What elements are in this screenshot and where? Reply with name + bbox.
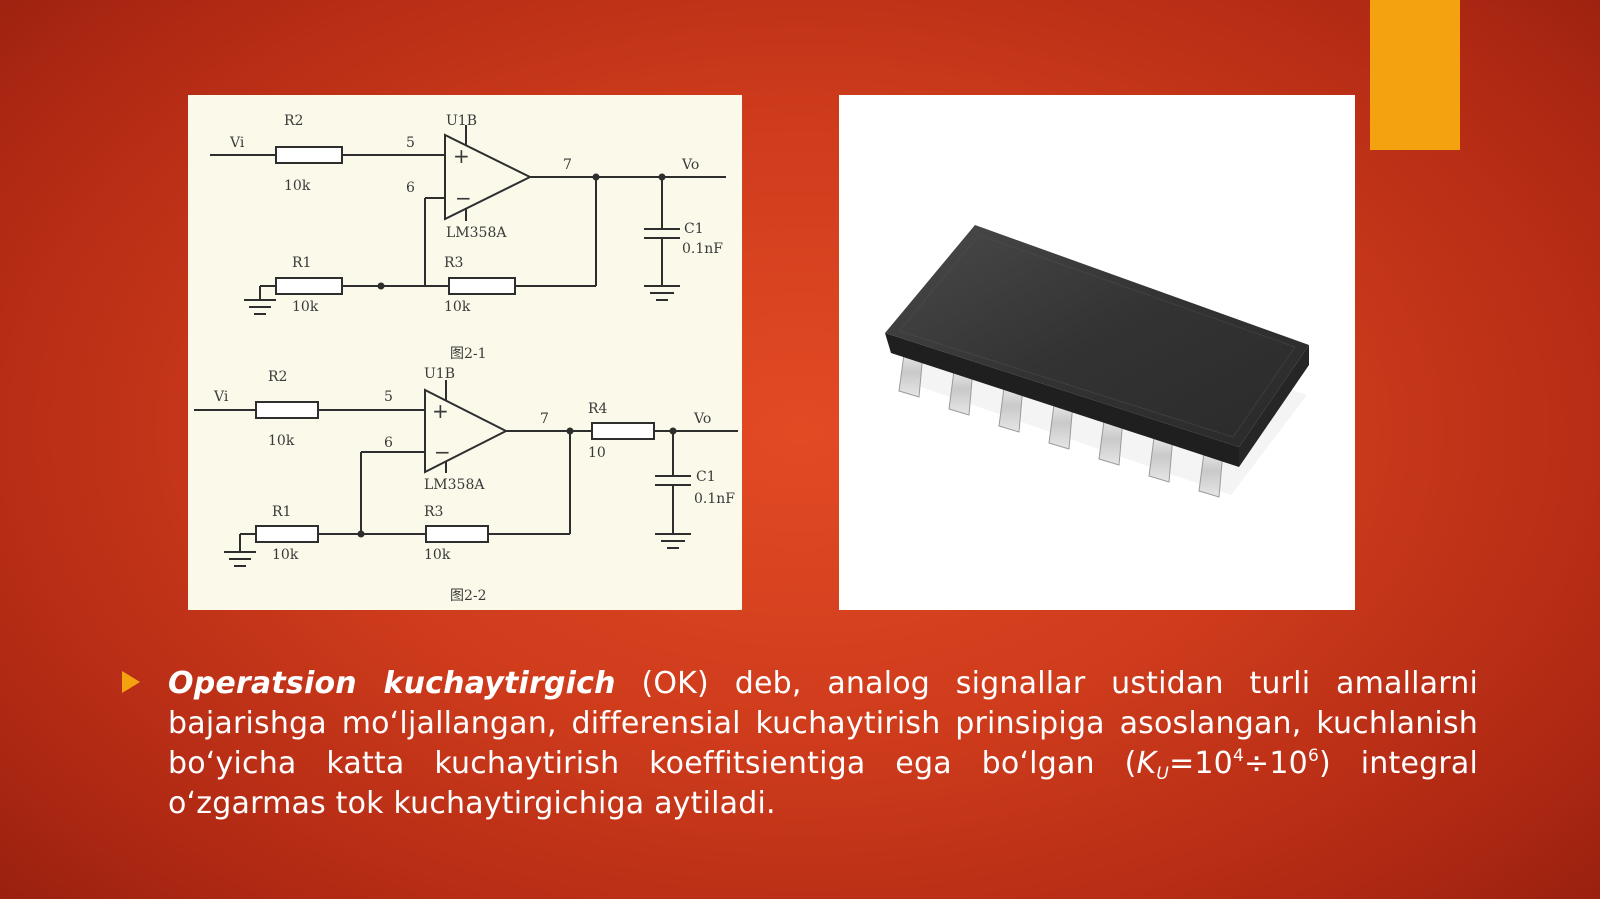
gain-exp-1: 4 [1232, 746, 1245, 766]
d2-caption: 图2-2 [450, 588, 487, 604]
d1-c1-value: 0.1nF [682, 241, 723, 257]
d2-r4-label: R4 [588, 401, 608, 417]
d1-chip-label: LM358A [446, 225, 507, 241]
d2-pin5-label: 5 [384, 389, 393, 405]
d2-chip-label: LM358A [424, 477, 485, 493]
bullet-arrow-icon [122, 671, 140, 693]
d1-input-label: Vi [229, 135, 245, 151]
gain-subscript: U [1156, 764, 1170, 784]
definition-part-1: (OK) deb, analog signallar ustidan turli… [168, 666, 1478, 781]
d2-output-label: Vo [693, 411, 711, 427]
d1-unit-label: U1B [446, 113, 477, 129]
gain-div: ÷10 [1244, 746, 1308, 781]
d1-r2-value: 10k [284, 178, 311, 194]
d2-r2-value: 10k [268, 433, 295, 449]
d2-r3-label: R3 [424, 504, 443, 520]
d1-pin7-label: 7 [563, 157, 572, 173]
gain-eq: =10 [1169, 746, 1233, 781]
svg-text:+: + [453, 144, 470, 168]
d2-c1-value: 0.1nF [694, 491, 735, 507]
term-operatsion-kuchaytirgich: Operatsion kuchaytirgich [168, 666, 616, 701]
d1-pin6-label: 6 [406, 180, 415, 196]
svg-text:−: − [455, 186, 472, 210]
definition-text: Operatsion kuchaytirgich (OK) deb, analo… [168, 664, 1478, 824]
accent-tab [1370, 0, 1460, 150]
d2-pin7-label: 7 [540, 411, 549, 427]
svg-text:−: − [434, 440, 451, 464]
d1-c1-label: C1 [684, 221, 704, 237]
d2-input-label: Vi [213, 389, 229, 405]
d2-unit-label: U1B [424, 366, 455, 382]
d2-r1-value: 10k [272, 547, 299, 563]
d2-r2-label: R2 [268, 369, 287, 385]
definition-part-2: ) integral o‘zgarmas tok kuchaytirgichig… [168, 746, 1478, 821]
op-amp-schematic: + − + − Vi R2 10k 5 U1B 6 LM358A 7 Vo C1… [194, 113, 738, 604]
bullet-definition: Operatsion kuchaytirgich (OK) deb, analo… [122, 664, 1478, 824]
d1-output-label: Vo [681, 157, 699, 173]
d1-r1-label: R1 [292, 255, 311, 271]
d2-pin6-label: 6 [384, 435, 393, 451]
schematic-image: + − + − Vi R2 10k 5 U1B 6 LM358A 7 Vo C1… [188, 95, 742, 610]
d2-r1-label: R1 [272, 504, 291, 520]
d1-caption: 图2-1 [450, 346, 487, 362]
gain-exp-2: 6 [1307, 746, 1319, 766]
gain-symbol: K [1136, 746, 1157, 781]
soic-chip-illustration [885, 225, 1309, 498]
d1-r2-label: R2 [284, 113, 303, 129]
d2-r3-value: 10k [424, 547, 451, 563]
d2-r4-value: 10 [588, 445, 606, 461]
d1-r3-label: R3 [444, 255, 463, 271]
svg-text:+: + [432, 399, 449, 423]
d2-c1-label: C1 [696, 469, 716, 485]
chip-photo [839, 95, 1355, 610]
d1-pin5-label: 5 [406, 135, 415, 151]
d1-r1-value: 10k [292, 299, 319, 315]
d1-r3-value: 10k [444, 299, 471, 315]
